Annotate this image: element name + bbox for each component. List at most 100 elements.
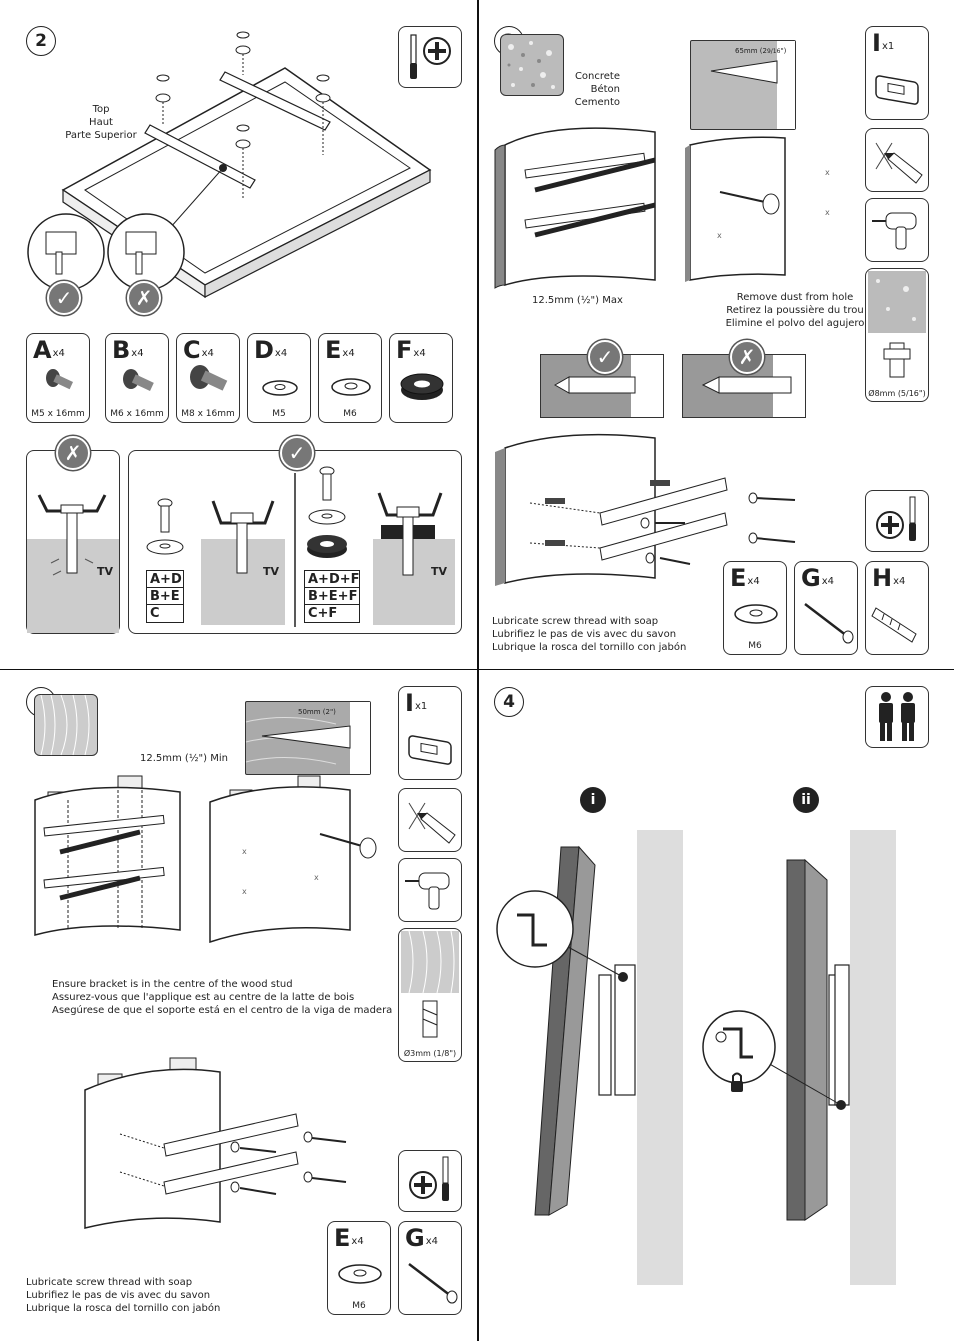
concrete-wall-drilling-illustration: xxx [494,127,830,289]
washer-m6-icon [331,378,371,396]
washer-icon-concrete [734,604,778,624]
part-c-box: Cx4 M8 x 16mm [176,333,240,423]
part-c-qty: x4 [201,348,214,359]
screwdriver-plus-icon-wood [409,1156,449,1201]
concrete-depth-label: 65mm (29/16") [735,47,787,55]
wrong-fit-illustration [27,494,119,633]
concrete-gap-label: 12.5mm (½") Max [532,295,623,306]
concrete-part-g-box: Gx4 [794,561,858,655]
concrete-label-fr: Béton [590,84,620,95]
svg-text:x: x [825,168,830,177]
concrete-lube-es: Lubrique la rosca del tornillo con jabón [492,642,687,653]
concrete-bracket-fixing-illustration [495,433,796,586]
wrong-spacer-mark: ✗ [56,436,90,470]
substep-i-badge: i [580,787,606,813]
part-d-size: M5 [272,409,286,419]
concrete-texture-swatch [500,34,564,96]
spirit-level-icon-wood [408,735,452,765]
step-2-number: 2 [26,26,56,56]
wood-drill-box [398,858,462,922]
substep-ii-badge: ii [793,787,819,813]
screw-m5-icon [46,369,74,390]
drill-icon-wood [405,872,450,910]
part-e-qty: x4 [342,348,355,359]
wood-level-qty: x1 [414,701,428,712]
wood-drillbit-icon [401,930,459,1038]
wood-part-g-qty: x4 [425,1236,438,1247]
concrete-level-letter: I [872,29,881,57]
combo-left-3: C [150,606,160,621]
anchor-correct-mark: ✓ [588,340,622,374]
wood-part-e-letter: E [334,1224,351,1252]
bracket-zoom-circles [27,213,185,291]
wood-level-letter: I [405,689,414,717]
part-f-qty: x4 [413,348,426,359]
screw-m8-icon [190,365,228,391]
horizontal-divider [0,669,954,670]
incorrect-mark: ✗ [127,281,161,315]
lag-screw-icon-wood [408,1263,458,1304]
lag-screw-icon-concrete [804,603,854,644]
concrete-screwdriver-box [865,490,929,552]
wood-drillbit-label: Ø3mm (1/8") [403,1049,457,1058]
wood-depth-callout: 50mm (2") [245,701,371,775]
part-b-box: Bx4 M6 x 16mm [105,333,169,423]
concrete-part-g-qty: x4 [821,576,834,587]
correct-spacer-panel: TV TV [128,450,462,634]
part-e-size: M6 [343,409,357,419]
concrete-depth-callout: 65mm (29/16") [690,40,796,130]
combo-right-3: C+F [308,606,338,621]
concrete-dust-en: Remove dust from hole [736,292,854,303]
screwdriver-plus-icon [410,34,451,79]
svg-text:x: x [314,873,319,882]
combo-left-1: A+D [147,571,183,588]
combo-right-1: A+D+F [305,571,360,588]
wood-level-box: Ix1 [398,686,462,780]
combo-table-right: A+D+F B+E+F C+F [304,570,360,623]
wood-grain-icon [40,694,90,756]
tv-label-wrong: TV [97,565,114,578]
wood-drillbit-box: Ø3mm (1/8") [398,928,462,1062]
top-label-en: Top [92,104,110,115]
screwdriver-tool-box [398,26,462,88]
step-4-number: 4 [494,687,524,717]
drill-icon [872,212,917,250]
wood-part-e-size: M6 [352,1301,366,1311]
pencil-mark-icon-wood [408,802,456,844]
anchor-incorrect-mark: ✗ [730,340,764,374]
correct-fit-illustration [146,466,455,627]
concrete-label-es: Cemento [574,97,620,108]
part-a-size: M5 x 16mm [31,409,85,419]
wall-anchor-icon [871,607,917,643]
screwdriver-plus-icon-concrete [876,496,916,541]
part-d-box: Dx4 M5 [247,333,311,423]
wood-screwdriver-box [398,1150,462,1212]
concrete-part-e-qty: x4 [747,576,760,587]
part-f-letter: F [396,336,413,364]
concrete-drill-box [865,198,929,262]
svg-text:x: x [825,208,830,217]
wrong-spacer-panel: TV [26,450,120,634]
concrete-dust-fr: Retirez la poussière du trou [726,305,864,316]
part-c-size: M8 x 16mm [181,409,235,419]
concrete-part-g-letter: G [801,564,821,592]
correct-mark: ✓ [47,281,81,315]
tv-label-correct-1: TV [263,565,280,578]
pencil-mark-icon [875,142,923,184]
concrete-depth-diagram [710,41,795,129]
part-b-size: M6 x 16mm [110,409,164,419]
concrete-dust-es: Elimine el polvo del agujero [725,318,865,329]
concrete-marking-box [865,128,929,192]
concrete-texture-icon [507,41,555,89]
washer-icon-wood [338,1264,382,1284]
wood-depth-label: 50mm (2") [298,708,336,716]
concrete-lube-en: Lubricate screw thread with soap [492,616,659,627]
wood-texture-swatch [34,694,98,756]
wood-depth-diagram [245,702,370,774]
part-e-box: Ex4 M6 [318,333,382,423]
spacer-f-icon [400,373,444,400]
tv-hanging-illustration [496,830,896,1285]
part-b-letter: B [112,336,131,364]
part-a-box: Ax4 M5 x 16mm [26,333,90,423]
wood-lube-es: Lubrique la rosca del tornillo con jabón [26,1303,221,1314]
